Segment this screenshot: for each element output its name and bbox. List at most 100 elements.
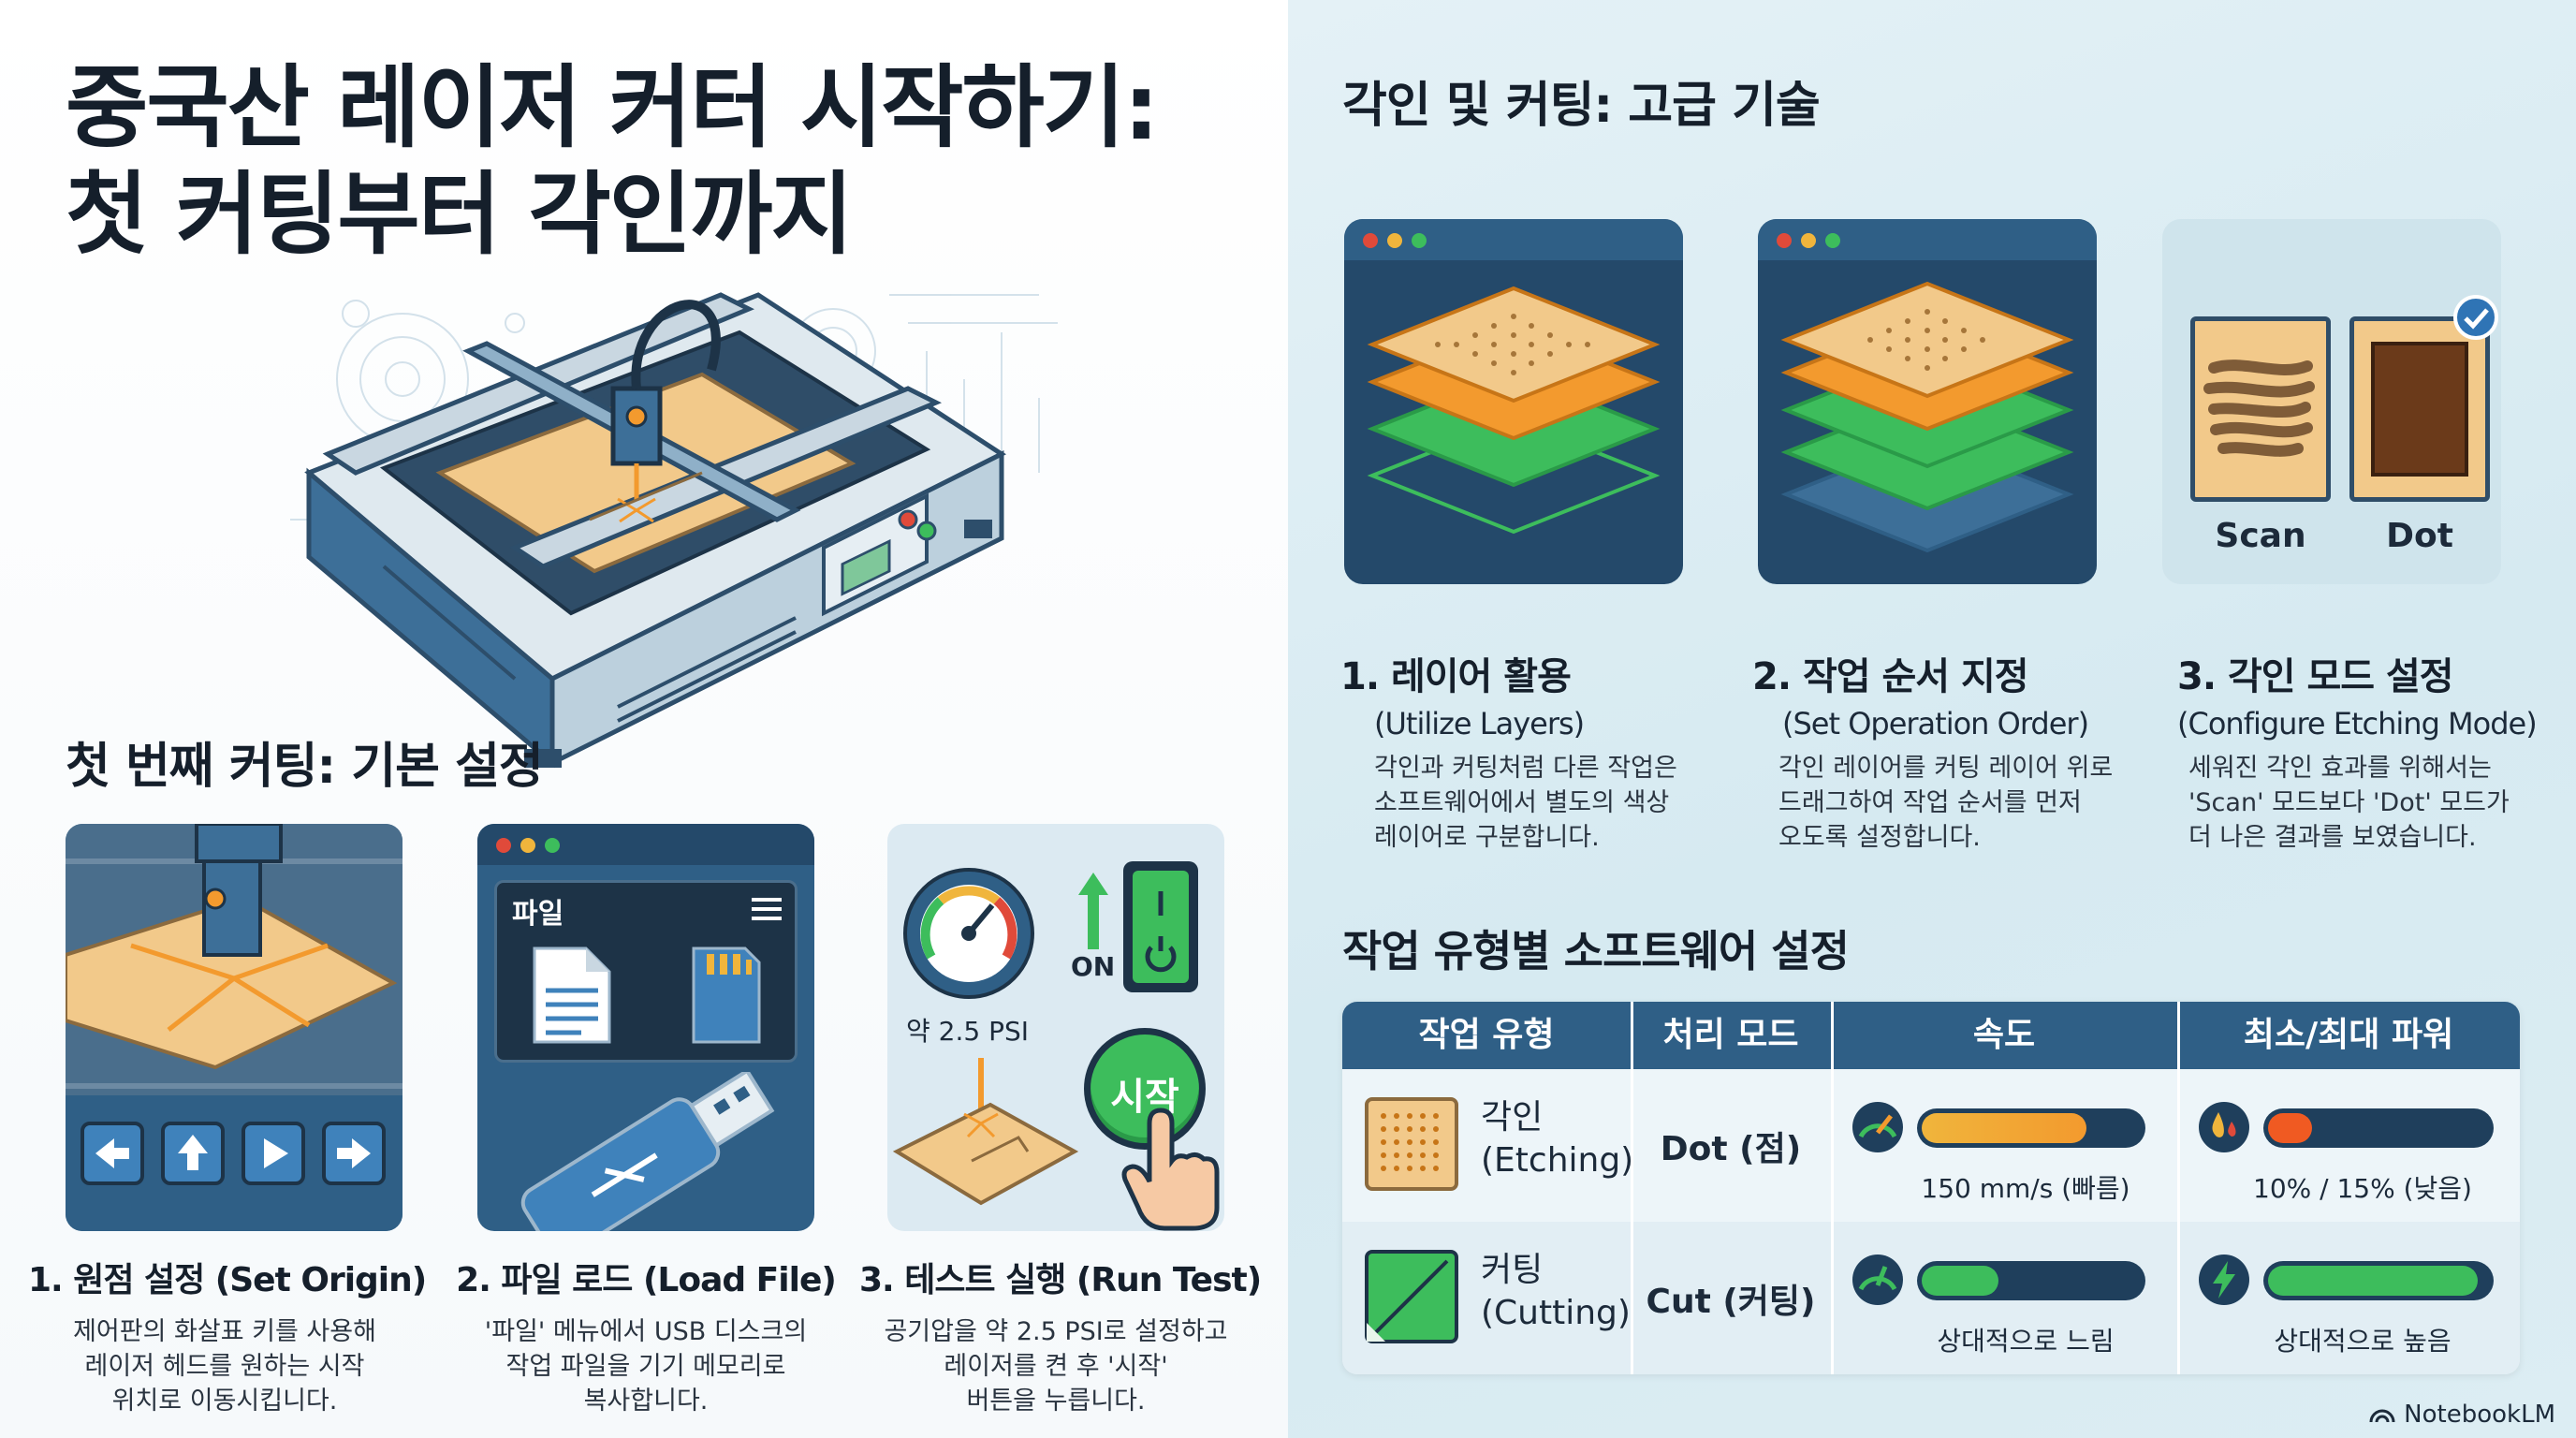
ordered-layer-stack-icon bbox=[1780, 281, 2074, 553]
run-test-card: 약 2.5 PSI ON 시작 bbox=[887, 824, 1224, 1231]
layer-stack-icon bbox=[1367, 286, 1661, 535]
scan-pattern-icon bbox=[2203, 360, 2315, 457]
cutting-type-ko: 커팅 bbox=[1481, 1251, 1544, 1289]
etching-type-ko: 각인 bbox=[1481, 1098, 1544, 1137]
play-icon bbox=[264, 1138, 288, 1168]
column-header-mode: 처리 모드 bbox=[1662, 1016, 1799, 1054]
operation-order-body: 각인 레이어를 커팅 레이어 위로 드래그하여 작업 순서를 먼저 오도록 설정… bbox=[1778, 754, 2114, 852]
window-close-dot bbox=[1363, 233, 1378, 248]
load-file-card: 파일 bbox=[477, 824, 814, 1231]
run-test-title: 3. 테스트 실행 (Run Test) bbox=[859, 1261, 1262, 1299]
etching-power-label: 10% / 15% (낮음) bbox=[2253, 1173, 2472, 1204]
etching-type-en: (Etching) bbox=[1481, 1141, 1634, 1180]
run-test-body: 공기압을 약 2.5 PSI로 설정하고 레이저를 켠 후 '시작' 버튼을 누… bbox=[884, 1317, 1228, 1416]
cutting-type-en: (Cutting) bbox=[1481, 1294, 1631, 1332]
etching-power-fill bbox=[2268, 1113, 2312, 1143]
page-title-line-1: 중국산 레이저 커터 시작하기: bbox=[66, 55, 1160, 160]
layers-subtitle: (Utilize Layers) bbox=[1374, 706, 1585, 741]
operation-order-caption: 2. 작업 순서 지정 (Set Operation Order) 각인 레이어… bbox=[1752, 646, 2145, 855]
set-origin-card bbox=[66, 824, 402, 1231]
load-file-title: 2. 파일 로드 (Load File) bbox=[456, 1261, 837, 1299]
speedometer-icon bbox=[1852, 1102, 1903, 1152]
settings-table: 작업 유형 처리 모드 속도 최소/최대 파워 각인 (Etching) Dot… bbox=[1342, 1002, 2520, 1374]
advanced-heading: 각인 및 커팅: 고급 기술 bbox=[1342, 78, 1821, 134]
layers-card bbox=[1344, 219, 1683, 584]
document-icon bbox=[533, 946, 611, 1044]
dot-mode-label: Dot bbox=[2386, 517, 2453, 555]
window-maximize-dot bbox=[545, 838, 560, 853]
power-icon bbox=[1145, 891, 1177, 973]
checkmark-icon bbox=[2453, 295, 2498, 340]
set-origin-caption: 1. 원점 설정 (Set Origin) 제어판의 화살표 키를 사용해 레이… bbox=[28, 1253, 427, 1418]
run-test-caption: 3. 테스트 실행 (Run Test) 공기압을 약 2.5 PSI로 설정하… bbox=[859, 1253, 1262, 1418]
operation-order-subtitle: (Set Operation Order) bbox=[1782, 706, 2089, 741]
dot-mode-option[interactable] bbox=[2349, 316, 2490, 502]
arrow-up-button[interactable] bbox=[161, 1122, 225, 1185]
window-maximize-dot bbox=[1825, 233, 1840, 248]
etching-speed-fill bbox=[1922, 1113, 2086, 1143]
scan-mode-option[interactable] bbox=[2190, 316, 2331, 502]
usb-drive-icon bbox=[520, 1072, 775, 1231]
window-close-dot bbox=[1777, 233, 1792, 248]
operation-order-title: 2. 작업 순서 지정 bbox=[1752, 655, 2029, 698]
arrow-left-icon bbox=[95, 1138, 129, 1168]
cutting-swatch-icon bbox=[1365, 1250, 1458, 1343]
page-title: 중국산 레이저 커터 시작하기: 첫 커팅부터 각인까지 bbox=[66, 54, 1236, 268]
layers-caption: 1. 레이어 활용 (Utilize Layers) 각인과 커팅처럼 다른 작… bbox=[1340, 646, 1734, 855]
pointing-hand-icon bbox=[1121, 1108, 1220, 1231]
window-maximize-dot bbox=[1412, 233, 1427, 248]
etching-mode-value: Dot (점) bbox=[1660, 1130, 1802, 1168]
test-cut-wood-icon bbox=[892, 1058, 1079, 1206]
arrow-up-green-icon bbox=[1078, 873, 1108, 949]
window-minimize-dot bbox=[1387, 233, 1402, 248]
origin-arrow-keys bbox=[80, 1122, 389, 1187]
lightning-bolt-icon bbox=[2199, 1255, 2249, 1305]
cutting-power-label: 상대적으로 높음 bbox=[2274, 1326, 2452, 1357]
arrow-right-button[interactable] bbox=[322, 1122, 386, 1185]
brand-label: NotebookLM bbox=[2404, 1401, 2555, 1429]
table-divider bbox=[1831, 1002, 1834, 1374]
arrow-right-icon bbox=[337, 1138, 371, 1168]
scan-mode-label: Scan bbox=[2215, 517, 2306, 555]
hamburger-menu-icon[interactable] bbox=[750, 896, 783, 922]
window-minimize-dot bbox=[1801, 233, 1816, 248]
file-menu-label[interactable]: 파일 bbox=[512, 898, 564, 931]
laser-cutter-illustration bbox=[290, 292, 1058, 769]
cutting-mode-value: Cut (커팅) bbox=[1646, 1283, 1816, 1321]
load-file-caption: 2. 파일 로드 (Load File) '파일' 메뉴에서 USB 디스크의 … bbox=[449, 1253, 842, 1418]
power-switch[interactable] bbox=[1123, 861, 1198, 992]
etching-swatch-icon bbox=[1365, 1097, 1458, 1191]
etching-mode-card: Scan Dot bbox=[2162, 219, 2501, 584]
play-button[interactable] bbox=[242, 1122, 305, 1185]
table-header: 작업 유형 처리 모드 속도 최소/최대 파워 bbox=[1342, 1002, 2520, 1069]
layers-title: 1. 레이어 활용 bbox=[1340, 655, 1572, 698]
dot-pattern-icon bbox=[2371, 342, 2468, 477]
arrow-up-icon bbox=[178, 1135, 208, 1170]
pressure-gauge-icon bbox=[903, 868, 1034, 999]
cutting-power-fill bbox=[2268, 1266, 2478, 1296]
window-close-dot bbox=[496, 838, 511, 853]
layers-body: 각인과 커팅처럼 다른 작업은 소프트웨어에서 별도의 색상 레이어로 구분합니… bbox=[1374, 754, 1677, 852]
etching-speed-label: 150 mm/s (빠름) bbox=[1921, 1173, 2130, 1204]
table-divider bbox=[1631, 1002, 1633, 1374]
notebooklm-logo-icon bbox=[2369, 1409, 2395, 1423]
sd-card-icon bbox=[692, 946, 761, 1044]
etching-mode-body: 세워진 각인 효과를 위해서는 'Scan' 모드보다 'Dot' 모드가 더 … bbox=[2188, 754, 2510, 852]
speedometer-icon bbox=[1852, 1255, 1903, 1305]
arrow-left-button[interactable] bbox=[80, 1122, 144, 1185]
cutting-power-bar bbox=[2263, 1261, 2494, 1300]
window-titlebar bbox=[1758, 219, 2097, 260]
set-origin-body: 제어판의 화살표 키를 사용해 레이저 헤드를 원하는 시작 위치로 이동시킵니… bbox=[73, 1317, 376, 1416]
file-menu-panel: 파일 bbox=[494, 880, 798, 1063]
cutting-speed-fill bbox=[1922, 1266, 1998, 1296]
brand-watermark: NotebookLM bbox=[2368, 1401, 2555, 1429]
cutting-speed-bar bbox=[1917, 1261, 2145, 1300]
etching-speed-bar bbox=[1917, 1108, 2145, 1148]
etching-mode-title: 3. 각인 모드 설정 bbox=[2177, 655, 2454, 698]
load-file-body: '파일' 메뉴에서 USB 디스크의 작업 파일을 기기 메모리로 복사합니다. bbox=[484, 1317, 808, 1416]
operation-order-card bbox=[1758, 219, 2097, 584]
table-row-etching: 각인 (Etching) Dot (점) 150 mm/s (빠름) 10% /… bbox=[1342, 1069, 2520, 1222]
column-header-type: 작업 유형 bbox=[1418, 1016, 1555, 1054]
etching-mode-subtitle: (Configure Etching Mode) bbox=[2177, 706, 2538, 741]
gauge-label: 약 2.5 PSI bbox=[906, 1016, 1030, 1047]
